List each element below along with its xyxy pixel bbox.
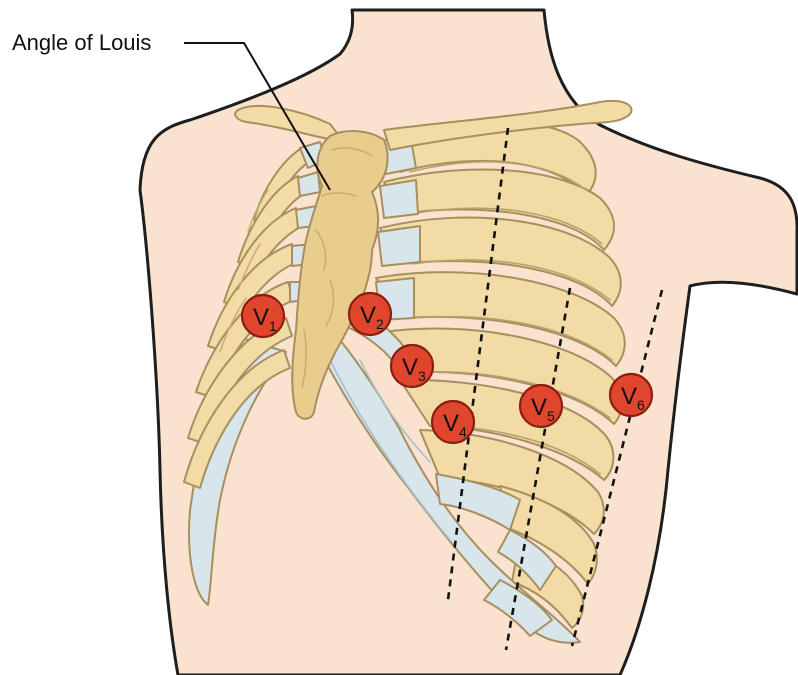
lead-v5-letter: V	[531, 394, 547, 421]
lead-v5-electrode: V 5	[520, 385, 562, 427]
lead-v1-letter: V	[253, 304, 269, 331]
lead-v4-electrode: V 4	[432, 401, 474, 443]
lead-v2-subscript: 2	[376, 316, 384, 332]
lead-v6-electrode: V 6	[610, 374, 652, 416]
angle-of-louis-label: Angle of Louis	[12, 30, 151, 55]
lead-v3-letter: V	[402, 354, 418, 381]
lead-v3-electrode: V 3	[391, 345, 433, 387]
lead-v6-subscript: 6	[637, 397, 645, 413]
lead-v4-letter: V	[443, 410, 459, 437]
lead-v2-electrode: V 2	[349, 293, 391, 335]
lead-v3-subscript: 3	[418, 368, 426, 384]
lead-v4-subscript: 4	[459, 424, 467, 440]
lead-v5-subscript: 5	[547, 408, 555, 424]
lead-v1-electrode: V 1	[242, 295, 284, 337]
lead-v1-subscript: 1	[269, 318, 277, 334]
lead-v2-letter: V	[360, 302, 376, 329]
lead-v6-letter: V	[621, 383, 637, 410]
